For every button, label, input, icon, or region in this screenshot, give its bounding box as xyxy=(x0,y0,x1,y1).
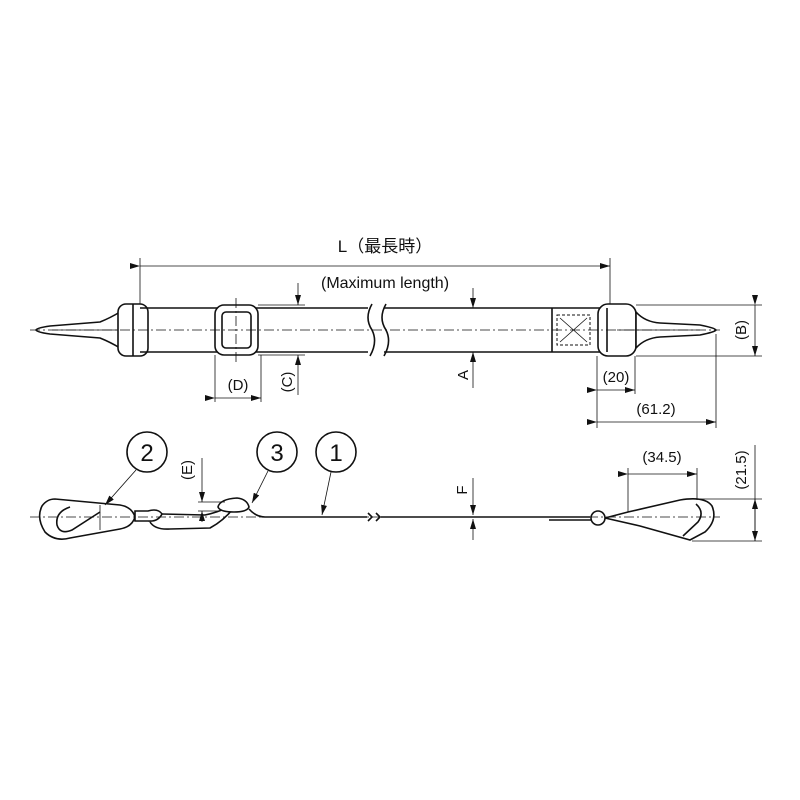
wire xyxy=(248,508,590,518)
side-view: 2 3 1 (E) F (34.5) (2 xyxy=(30,431,762,542)
dim-hook-length: (34.5) xyxy=(642,449,681,466)
svg-text:2: 2 xyxy=(140,440,153,467)
dim-b: (B) xyxy=(733,320,750,340)
dim-hook-height: (21.5) xyxy=(733,450,750,489)
callout-3: 3 xyxy=(251,431,298,504)
dim-a: A xyxy=(455,370,472,380)
length-label: L（最長時） xyxy=(338,237,432,256)
dim-f: F xyxy=(454,485,471,494)
svg-text:1: 1 xyxy=(329,440,342,467)
svg-text:3: 3 xyxy=(270,440,283,467)
side-buckle xyxy=(217,497,250,513)
dim-c: (C) xyxy=(279,372,296,393)
callout-2: 2 xyxy=(104,431,168,506)
dim-e: (E) xyxy=(179,460,196,480)
dim-end-length: (61.2) xyxy=(636,401,675,418)
left-hook xyxy=(38,498,136,540)
top-view: L（最長時） (Maximum length) (C) (D) A (20) (… xyxy=(30,237,762,428)
dim-buckle-width: (20) xyxy=(603,369,630,386)
max-length-label: (Maximum length) xyxy=(321,275,449,292)
right-hook xyxy=(604,498,715,541)
callout-1: 1 xyxy=(315,431,357,516)
dim-d: (D) xyxy=(228,377,249,394)
